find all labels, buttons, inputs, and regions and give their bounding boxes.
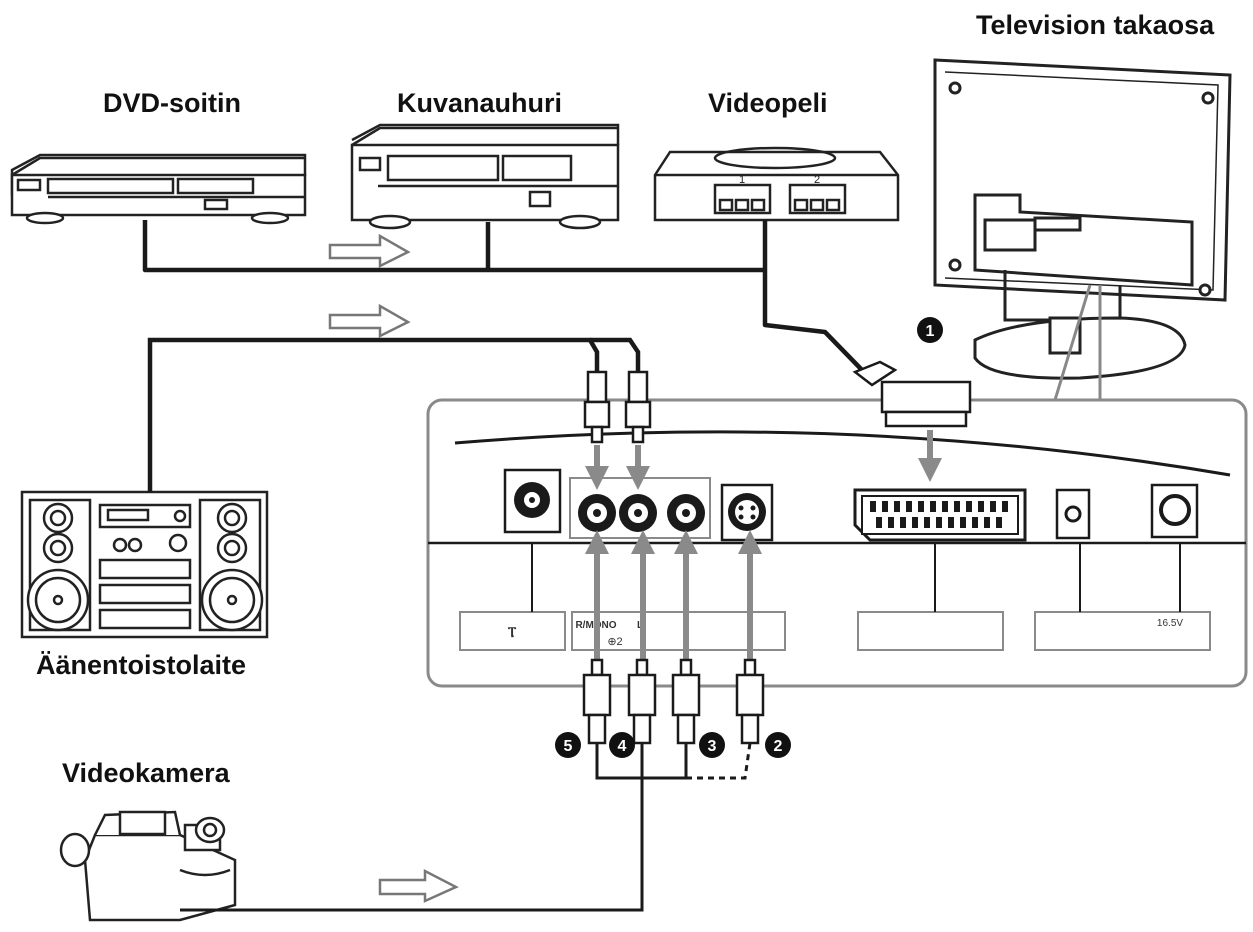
camcorder-plugs (582, 658, 765, 745)
plug-in-arrows (585, 430, 942, 660)
callout-2: 2 (765, 732, 791, 758)
svg-text:2: 2 (774, 738, 783, 755)
callout-3: 3 (699, 732, 725, 758)
svg-text:1: 1 (926, 323, 935, 340)
game-port-2-label: 2 (814, 174, 820, 186)
antenna-label: Ⲧ (508, 624, 517, 640)
rca-jack-audio-r (578, 494, 616, 532)
headphone-jack (1055, 488, 1091, 540)
callout-4: 4 (609, 732, 635, 758)
vcr-label: Kuvanauhuri (397, 88, 563, 118)
audio-plugs-top (583, 370, 652, 444)
audio-system-illustration (20, 490, 269, 639)
game-port-1-label: 1 (739, 174, 745, 186)
power-jack (1150, 483, 1199, 539)
antenna-jack (503, 468, 562, 534)
game-console-label: Videopeli (708, 88, 828, 118)
camcorder-illustration (59, 810, 237, 922)
scart-socket (853, 488, 1027, 542)
svideo-jack (720, 483, 774, 542)
game-console-illustration (653, 146, 900, 222)
camcorder-label: Videokamera (62, 758, 230, 788)
audio-cable (147, 337, 641, 492)
callout-1: 1 (917, 317, 943, 343)
svg-text:4: 4 (618, 738, 627, 755)
panel-leader-lines (531, 543, 1181, 612)
audio-system-label: Äänentoistolaite (36, 650, 247, 680)
callout-5: 5 (555, 732, 581, 758)
tv-back-label: Television takaosa (976, 10, 1215, 40)
voltage-label: 16.5V (1157, 618, 1183, 629)
scart-plug (852, 360, 972, 428)
panel-callout-lines (1053, 284, 1102, 401)
rca-jack-video (667, 494, 705, 532)
rca-jack-audio-l (619, 494, 657, 532)
tv-back-illustration (933, 58, 1232, 380)
dvd-player-label: DVD-soitin (103, 88, 241, 118)
svg-text:3: 3 (708, 738, 717, 755)
camcorder-cables (180, 742, 752, 912)
vcr-illustration (350, 123, 620, 230)
signal-direction-arrows (328, 233, 459, 903)
input-group-label: ⊕2 (607, 636, 622, 648)
scart-cables (142, 220, 864, 372)
dvd-player-illustration (10, 153, 307, 225)
svg-text:5: 5 (564, 738, 573, 755)
